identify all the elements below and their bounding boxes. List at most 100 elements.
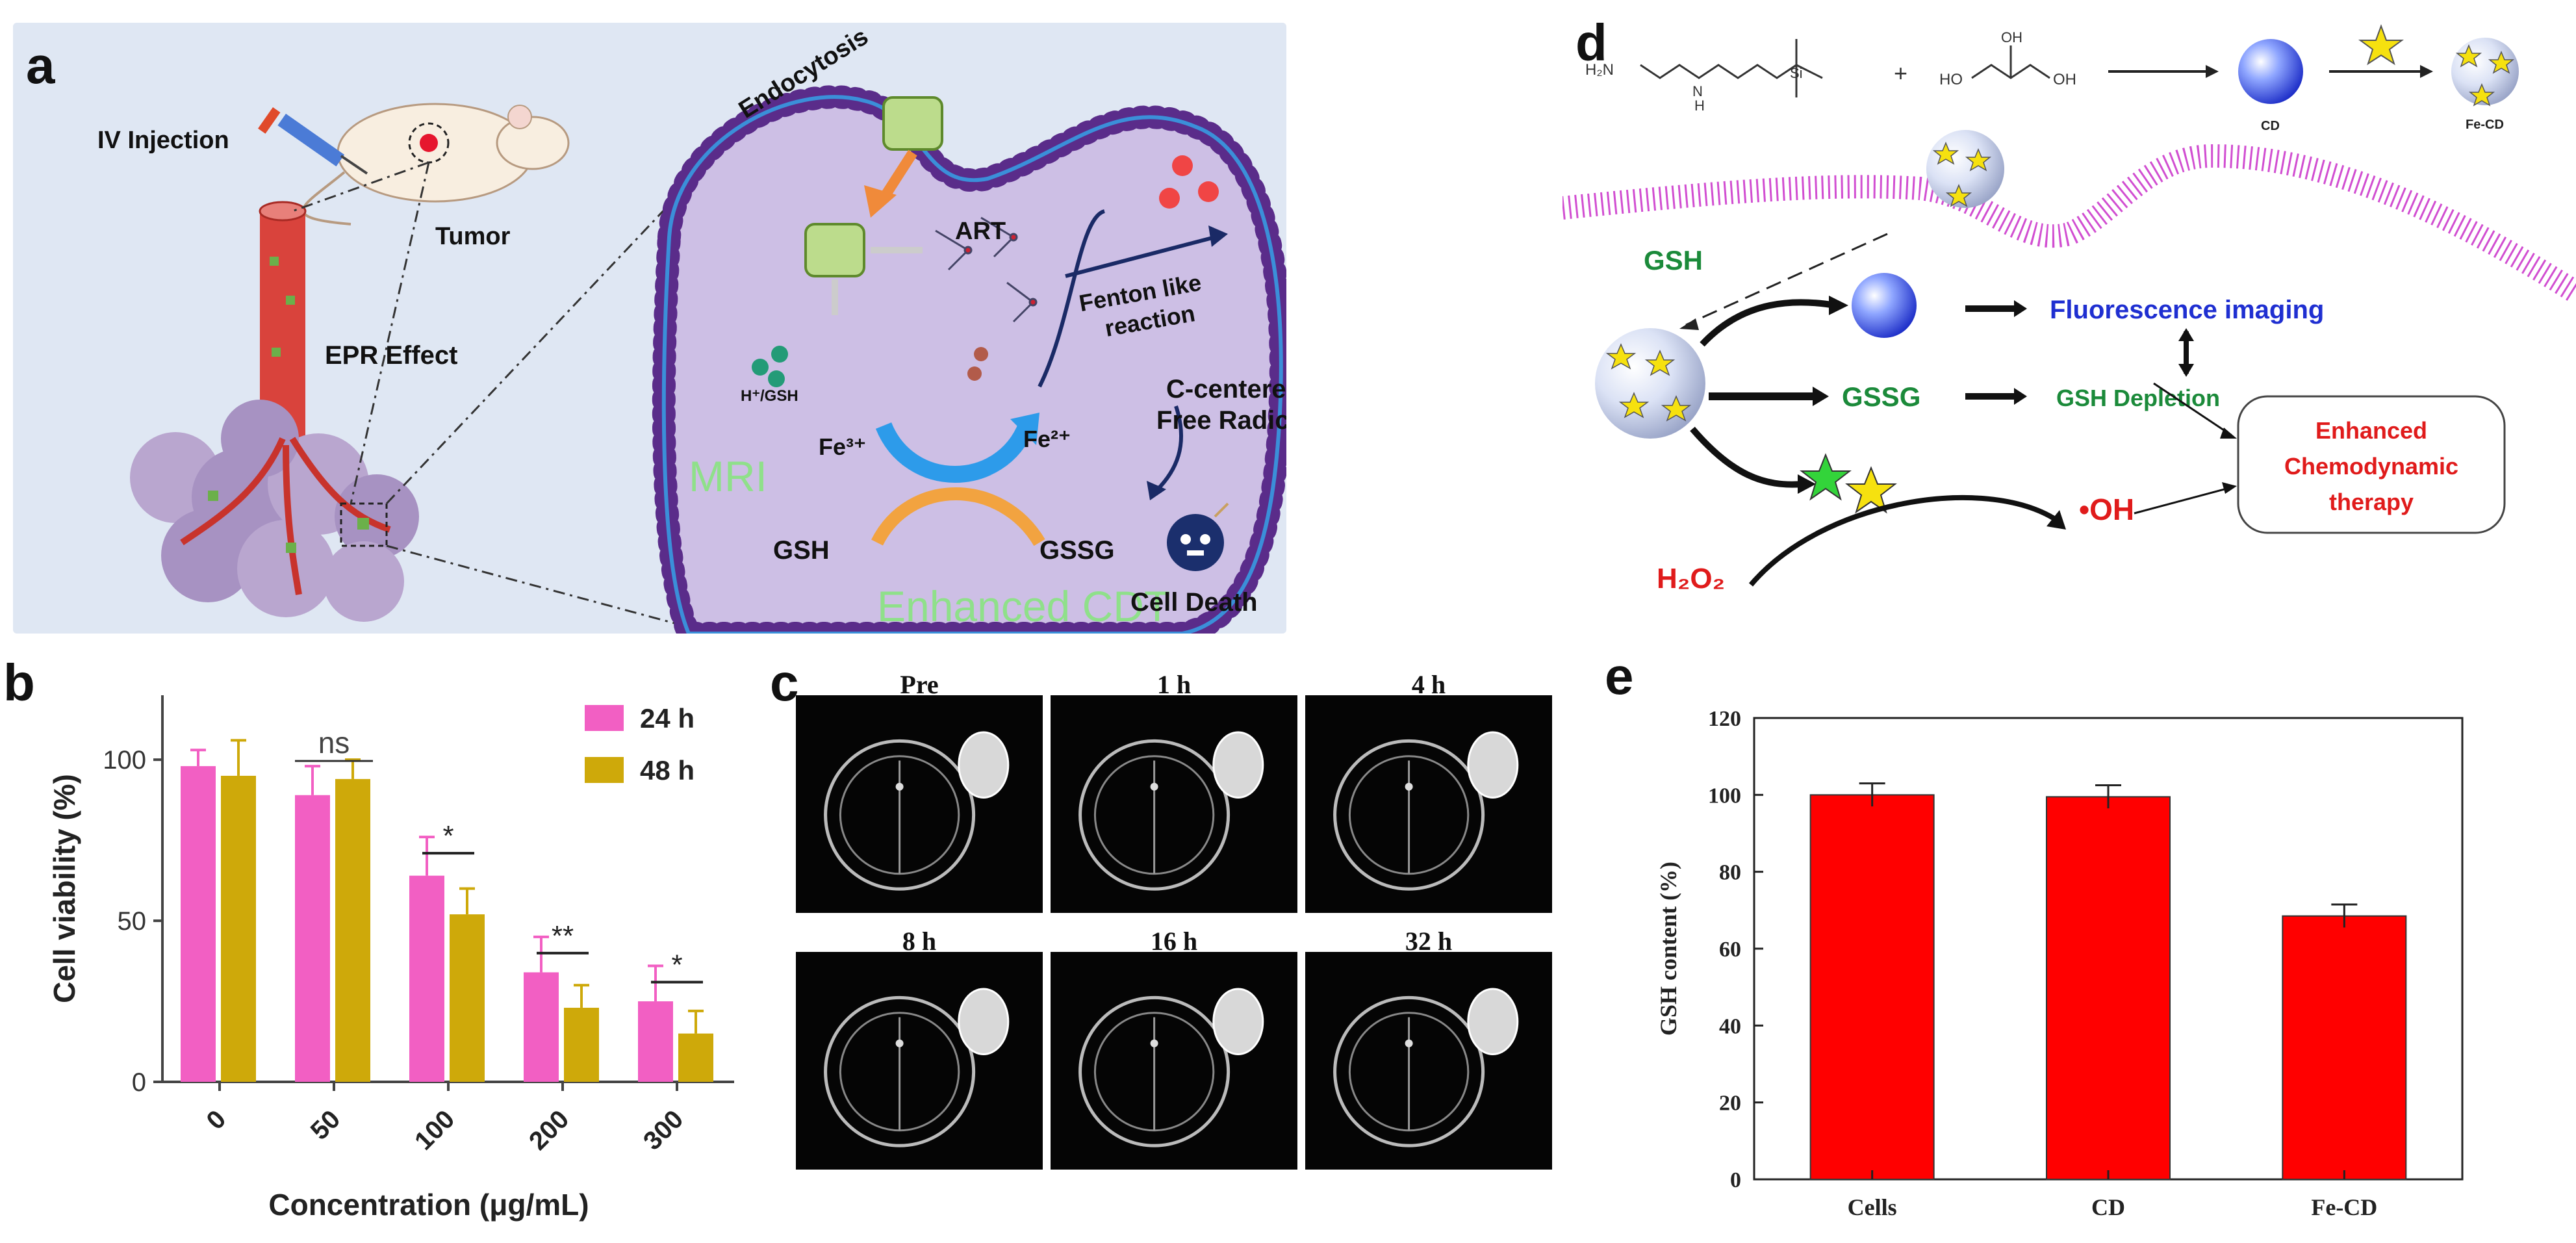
mri-frame [1051,695,1297,913]
mri-frame-label: Pre [900,670,939,699]
enhanced-line1: Enhanced [2315,417,2427,444]
bar [335,778,370,1082]
panel-letter-b: b [3,654,35,711]
cell-death-label: Cell Death [1130,588,1258,617]
panel-a-artwork [130,85,1286,634]
plus-sign: + [1894,60,1907,86]
y-tick-label: 100 [1708,784,1741,808]
mri-scan-image [824,988,1010,1147]
enhanced-cdt-label: Enhanced CDT [877,582,1171,630]
fluorescence-label: Fluorescence imaging [2050,296,2324,324]
mri-frame-label: 16 h [1150,927,1198,956]
svg-text:N: N [1692,83,1703,99]
mri-frame [1051,952,1297,1170]
fe3-label: Fe³⁺ [819,433,867,460]
mri-frame [796,695,1043,913]
mri-frame [1305,952,1552,1170]
panel-d-scheme: H₂N N H Si + HO OH OH CD Fe-CD G [1562,24,2576,595]
bar [564,1007,599,1082]
x-tick-label: CD [2091,1194,2125,1220]
y-axis-label: Cell viability (%) [47,774,81,1003]
mri-scan-image [1078,731,1264,891]
x-tick-label: 300 [638,1105,689,1155]
tumor-cluster-icon [130,400,419,622]
y-tick-label: 50 [118,907,147,936]
legend-swatch [585,705,624,731]
bar [2282,915,2407,1180]
radicals-label-line2: Free Radicals [1156,406,1286,435]
bar [295,795,330,1082]
x-tick-label: 0 [201,1105,232,1135]
enhanced-line3: therapy [2329,489,2414,515]
art-label: ART [955,218,1006,245]
cd-recovered-icon [1852,273,1917,338]
fe-star-icon [2358,24,2404,66]
gssg-label: GSSG [1039,536,1115,565]
y-tick-label: 20 [1719,1092,1741,1116]
x-axis-label: Concentration (μg/mL) [268,1188,589,1222]
y-tick-label: 40 [1719,1014,1741,1038]
mri-scan-image [1333,731,1519,891]
mri-scan-image [1333,988,1519,1147]
significance-label: * [671,949,682,981]
mri-frame [796,952,1043,1170]
green-star-icon [1800,453,1852,501]
mri-scan-image [1078,988,1264,1147]
tumor-label: Tumor [435,223,511,250]
x-tick-label: 200 [524,1105,574,1155]
significance-label: * [442,820,453,852]
enhanced-therapy-box [2237,395,2506,534]
y-tick-label: 0 [1730,1168,1741,1192]
gssg-label-d: GSSG [1842,381,1920,412]
blood-vessel-icon [260,211,305,439]
mri-frame-label: 1 h [1156,670,1192,699]
mri-image-grid: Pre 1 h 4 h 8 h 16 h 32 h [796,669,1562,1170]
nanoparticle-icon [882,96,943,151]
svg-text:OH: OH [2001,29,2022,45]
gsh-cycle-orange-arc [871,487,1045,546]
y-tick-label: 0 [132,1068,146,1097]
yellow-star-icon [1845,466,1897,514]
membrane-icon [1562,144,2576,303]
bar [1809,794,1935,1181]
x-tick-label: 100 [409,1105,460,1155]
iv-injection-label: IV Injection [97,127,229,154]
y-tick-label: 80 [1719,861,1741,885]
oh-label: •OH [2079,493,2134,526]
gsh-label: GSH [773,536,830,565]
mri-label: MRI [689,452,767,500]
panel-letter-d: d [1575,14,1607,71]
mouse-head-icon [496,116,570,170]
mri-frame-label: 32 h [1405,927,1453,956]
svg-text:HO: HO [1939,71,1963,88]
mri-frame-label: 8 h [902,927,937,956]
y-tick-label: 100 [103,746,146,775]
mri-frame-label: 4 h [1411,670,1446,699]
mri-scan-image [824,731,1010,891]
cd-label: CD [2261,119,2280,133]
bar [2046,796,2171,1180]
bar [638,1001,673,1082]
bar [181,766,216,1082]
fe2-label: Fe²⁺ [1023,426,1071,452]
legend-label: 24 h [640,703,695,734]
x-tick-label: Cells [1848,1194,1897,1220]
art-molecules-icon [935,216,1038,323]
h-gsh-label: H⁺/GSH [741,387,798,405]
x-tick-label: 50 [305,1105,346,1146]
legend-swatch [585,757,624,783]
bar [221,775,256,1082]
y-axis-label: GSH content (%) [1655,862,1681,1036]
bar [524,972,559,1082]
svg-text:OH: OH [2053,71,2076,88]
bar [450,914,485,1082]
bar [678,1033,713,1082]
epr-effect-label: EPR Effect [325,341,458,370]
x-tick-label: Fe-CD [2311,1194,2377,1220]
panel-letter-a: a [26,36,55,94]
panel-letter-c: c [770,654,799,711]
significance-label: ** [552,920,574,952]
bar [409,875,444,1082]
